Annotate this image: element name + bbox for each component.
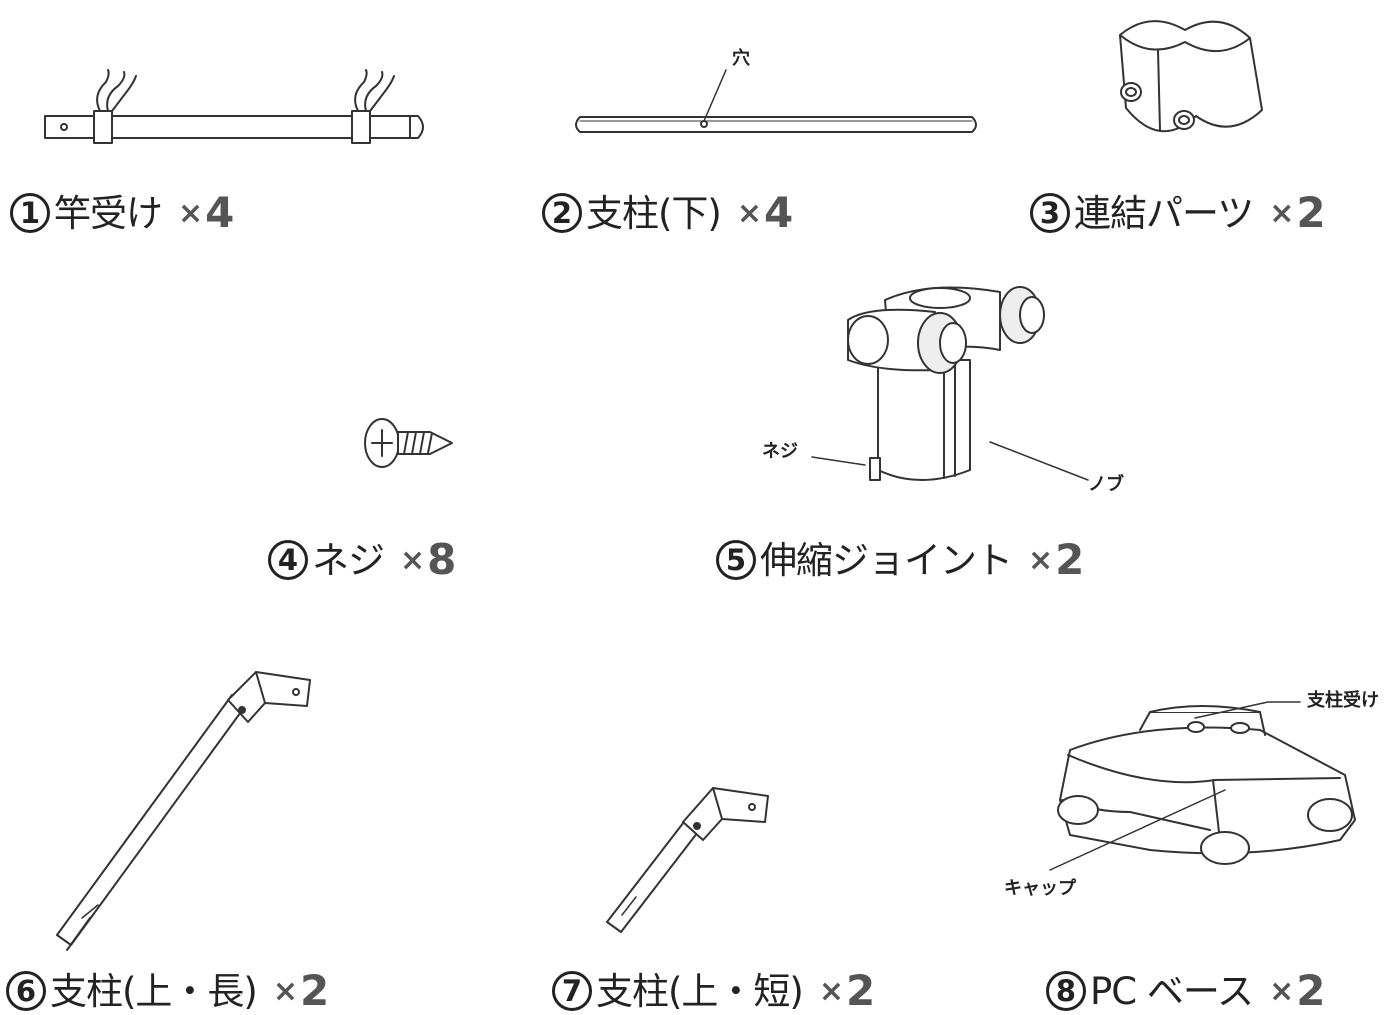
multiply-sign: × [1269,196,1295,231]
part-quantity: ×4 [178,192,234,234]
rod-holder-illustration [44,69,424,144]
part-quantity: ×8 [400,539,456,581]
callout-knob: ノブ [1088,474,1124,495]
part-caption-3: 3 連結パーツ ×2 [1030,192,1326,234]
quantity-value: 2 [1296,188,1326,237]
part-name: ネジ [312,538,385,582]
callout-hole: 穴 [732,48,750,69]
part-name: 支柱(上・長) [50,969,258,1013]
part-name: 伸縮ジョイント [760,538,1013,582]
part-caption-1: 1 竿受け ×4 [10,192,234,234]
part-name: PC ベース [1090,969,1254,1013]
multiply-sign: × [1028,543,1054,578]
quantity-value: 2 [1296,966,1326,1015]
screw-illustration [364,418,453,468]
part-number: 3 [1030,193,1070,233]
part-number: 7 [552,971,592,1011]
part-quantity: ×2 [1269,970,1325,1012]
part-caption-2: 2 支柱(下) ×4 [542,192,793,234]
part-name: 支柱(上・短) [596,969,804,1013]
telescopic-joint-illustration [811,286,1089,481]
part-number: 8 [1046,971,1086,1011]
quantity-value: 4 [205,188,235,237]
quantity-value: 8 [427,535,457,584]
part-caption-7: 7 支柱(上・短) ×2 [552,970,875,1012]
part-name: 支柱(下) [586,191,722,235]
upper-short-post-illustration [606,787,769,933]
part-quantity: ×2 [273,970,329,1012]
multiply-sign: × [400,543,426,578]
part-quantity: ×4 [737,192,793,234]
multiply-sign: × [1269,974,1295,1009]
multiply-sign: × [178,196,204,231]
part-caption-5: 5 伸縮ジョイント ×2 [716,539,1084,581]
callout-cap: キャップ [1004,878,1076,899]
part-number: 2 [542,193,582,233]
part-number: 1 [10,193,50,233]
part-caption-4: 4 ネジ ×8 [268,539,456,581]
callout-screw: ネジ [762,441,798,462]
part-quantity: ×2 [819,970,875,1012]
pc-base-illustration [1049,701,1356,871]
part-quantity: ×2 [1028,539,1084,581]
part-caption-6: 6 支柱(上・長) ×2 [6,970,329,1012]
part-name: 連結パーツ [1074,191,1254,235]
lower-post-illustration [575,69,977,133]
multiply-sign: × [818,974,845,1009]
part-number: 4 [268,540,308,580]
callout-post-holder: 支柱受け [1307,690,1379,711]
multiply-sign: × [272,974,299,1009]
quantity-value: 2 [1055,535,1085,584]
part-name: 竿受け [54,191,163,235]
part-number: 5 [716,540,756,580]
quantity-value: 2 [300,966,330,1015]
multiply-sign: × [736,196,763,231]
quantity-value: 2 [846,966,876,1015]
part-quantity: ×2 [1269,192,1325,234]
connector-illustration [1119,20,1263,133]
upper-long-post-illustration [56,671,311,951]
part-number: 6 [6,971,46,1011]
part-caption-8: 8 PC ベース ×2 [1046,970,1325,1012]
quantity-value: 4 [764,188,794,237]
